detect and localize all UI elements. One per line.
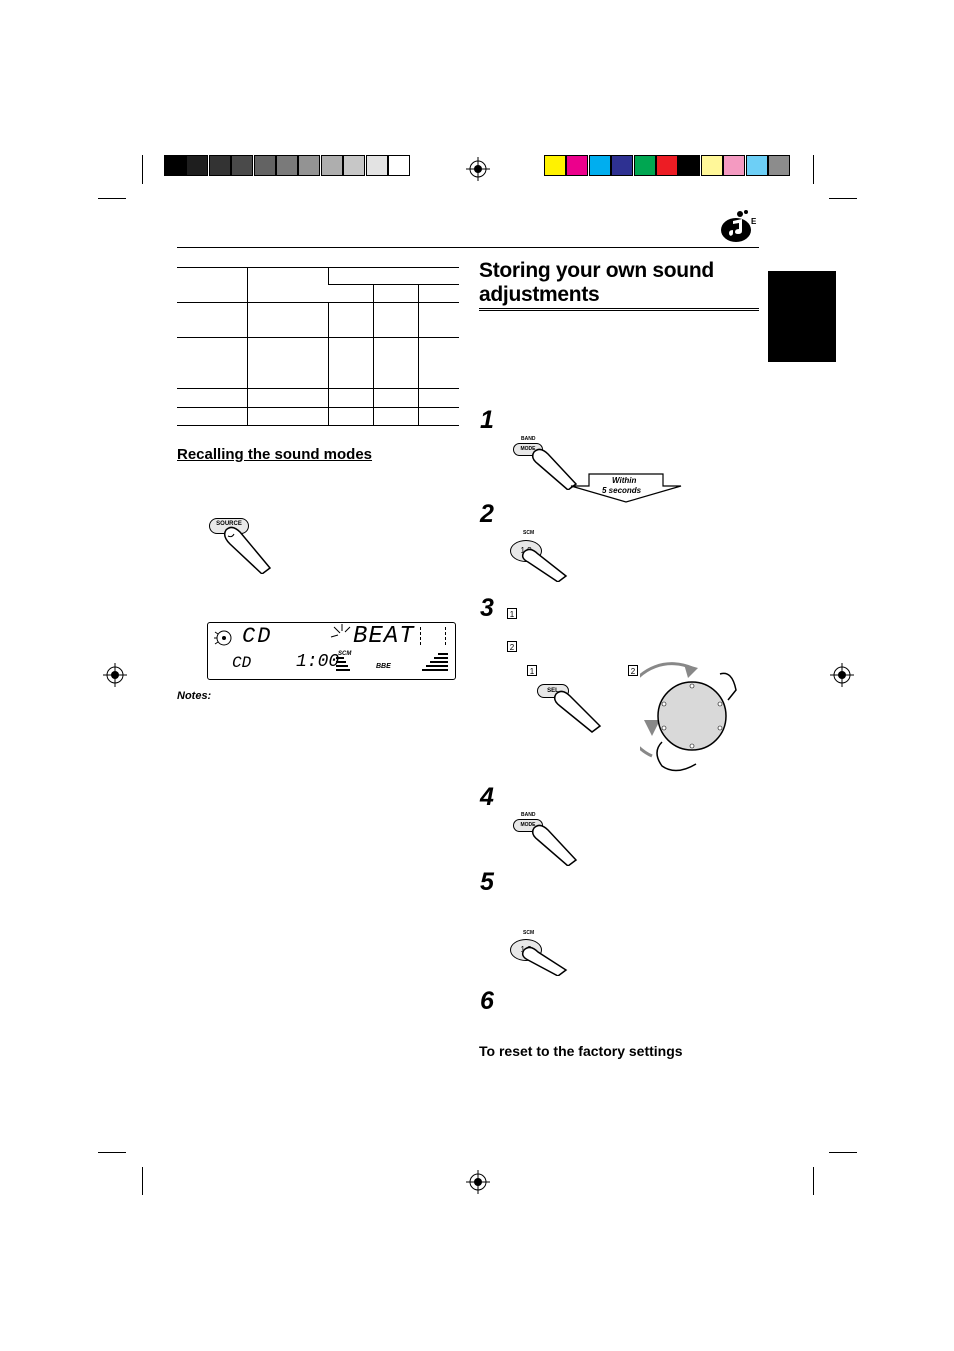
crop-mark	[829, 198, 857, 199]
color-swatch	[745, 155, 768, 176]
sub-marker-1: 1	[507, 608, 517, 619]
within-arrow-icon	[570, 473, 682, 503]
finger-icon	[521, 548, 568, 582]
recall-heading: Recalling the sound modes	[177, 446, 373, 463]
title-rule	[479, 308, 759, 311]
display-mode-text: BEAT	[353, 623, 415, 650]
within-label: Within	[612, 476, 637, 485]
mode-button-top-label: BAND	[521, 436, 536, 442]
color-swatch	[656, 155, 678, 176]
reset-heading: To reset to the factory settings	[479, 1043, 683, 1059]
page-title-line1: Storing your own sound	[479, 259, 714, 282]
registration-target-icon	[466, 157, 490, 181]
gray-swatch	[253, 155, 276, 176]
crop-mark	[98, 1152, 126, 1153]
finger-icon	[521, 946, 568, 976]
gray-swatch	[186, 155, 209, 176]
scm-button-top-label: SCM	[523, 530, 535, 536]
color-swatch	[544, 155, 566, 176]
gray-swatch	[343, 155, 366, 176]
crop-mark	[98, 198, 126, 199]
sound-mode-table	[177, 267, 459, 426]
display-track-text: CD	[232, 654, 252, 672]
gray-swatch	[365, 155, 388, 176]
crop-mark	[829, 1152, 857, 1153]
display-source-text: CD	[242, 624, 273, 649]
svg-text:E: E	[751, 217, 757, 226]
language-tab	[768, 271, 836, 362]
color-swatch	[588, 155, 611, 176]
color-swatch	[611, 155, 634, 176]
finger-icon	[531, 448, 578, 490]
display-scm-label: SCM	[338, 651, 352, 657]
within-value: 5 seconds	[602, 486, 642, 495]
color-swatch	[723, 155, 746, 176]
notes-label: Notes:	[177, 690, 212, 702]
color-swatch	[700, 155, 723, 176]
gray-swatch	[276, 155, 298, 176]
display-bracket	[420, 627, 446, 645]
blink-rays-icon	[330, 624, 351, 638]
control-dial-icon[interactable]	[640, 660, 744, 780]
crop-mark	[142, 1167, 143, 1195]
sub-marker-1-figure: 1	[527, 665, 537, 676]
header-rule	[177, 247, 759, 248]
sub-marker-2-figure: 2	[628, 665, 638, 676]
color-swatch	[768, 155, 790, 176]
page-title: Storing your own sound adjustments	[479, 259, 714, 307]
step-number-1: 1	[480, 406, 494, 434]
gray-swatch	[320, 155, 343, 176]
step-number-2: 2	[480, 500, 494, 528]
finger-icon	[223, 526, 272, 574]
step-number-6: 6	[480, 987, 494, 1015]
registration-target-icon	[466, 1170, 490, 1194]
finger-icon	[553, 690, 602, 733]
color-swatch	[633, 155, 656, 176]
crop-mark	[813, 155, 814, 184]
sub-marker-2: 2	[507, 641, 517, 652]
finger-icon	[531, 824, 578, 866]
music-note-icon: E	[721, 210, 757, 242]
display-bbe-label: BBE	[376, 663, 391, 670]
disc-icon	[214, 630, 232, 646]
step-number-5: 5	[480, 868, 494, 896]
registration-target-icon	[103, 663, 127, 687]
gray-swatch	[298, 155, 321, 176]
level-meter-icon	[422, 653, 448, 671]
lcd-display: CD BEAT CD 1:00 SCM BBE	[207, 622, 456, 680]
display-time-text: 1:00	[296, 652, 340, 672]
crop-mark	[813, 1167, 814, 1195]
gray-swatch	[164, 155, 186, 176]
mode-button-top-label: BAND	[521, 812, 536, 818]
color-swatch	[566, 155, 589, 176]
crop-mark	[142, 155, 143, 184]
step-number-4: 4	[480, 783, 494, 811]
scm-button-top-label: SCM	[523, 930, 535, 936]
registration-target-icon	[830, 663, 854, 687]
step-number-3: 3	[480, 594, 494, 622]
gray-swatch	[231, 155, 254, 176]
page-title-line2: adjustments	[479, 283, 600, 306]
level-meter-icon	[336, 657, 350, 671]
color-swatch	[678, 155, 701, 176]
gray-swatch	[388, 155, 410, 176]
gray-swatch	[208, 155, 231, 176]
